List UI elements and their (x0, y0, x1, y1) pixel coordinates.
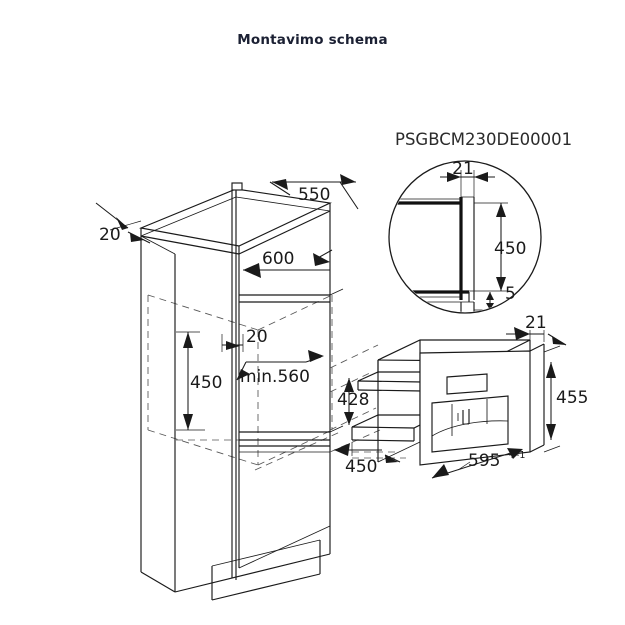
dimension-label-20-niche: 20 (246, 327, 268, 347)
dimension-label-min560: min.560 (240, 367, 310, 387)
dimension-label-20-top: 20 (99, 225, 121, 245)
dimension-label-21-appliance: 21 (525, 313, 547, 333)
dimension-label-595-tolerance: +-1 (508, 450, 525, 461)
cabinet-niche-view: 20 550 600 (95, 174, 359, 601)
cabinet-plinth (211, 539, 321, 601)
dimension-cabinet-top-thickness: 20 (95, 202, 151, 245)
detail-circle-view: 21 450 5 (388, 159, 542, 314)
page-title: Montavimo schema (237, 32, 388, 48)
cabinet-shelf-lines (239, 445, 330, 453)
dimension-appliance-body-height: 428 (337, 378, 369, 425)
cabinet-door-seam (231, 190, 237, 580)
dimension-label-450-appliance: 450 (345, 457, 377, 477)
detail-circle-contents (390, 170, 508, 312)
dimension-niche-side-gap: 20 (221, 327, 268, 352)
dimension-appliance-overhang: 21 (506, 313, 567, 346)
appliance-view: 21 455 428 (329, 313, 588, 479)
detail-label-450: 450 (494, 239, 526, 259)
dimension-label-428: 428 (337, 390, 369, 410)
dimension-niche-height: 450 (176, 331, 222, 431)
dimension-cabinet-depth: 550 (269, 174, 359, 210)
dimension-appliance-width: 595 +-1 (431, 448, 525, 479)
appliance-hidden-lines (329, 344, 406, 459)
cabinet-niche-opening (239, 288, 344, 441)
dimension-label-450-niche: 450 (190, 373, 222, 393)
dimension-cabinet-width: 600 (243, 249, 333, 278)
detail-label-5: 5 (505, 284, 516, 304)
dimension-label-455: 455 (556, 388, 588, 408)
appliance-left-side (377, 353, 421, 463)
dimension-appliance-front-height: 455 (543, 345, 588, 453)
dimension-niche-depth-min: min.560 (236, 350, 324, 387)
dimension-appliance-body-depth: 450 (334, 442, 401, 477)
product-code-label: PSGBCM230DE00001 (395, 130, 572, 149)
dimension-label-550: 550 (298, 185, 330, 205)
detail-label-21: 21 (452, 159, 474, 179)
dimension-label-600: 600 (262, 249, 294, 269)
detail-circle-outline (388, 160, 542, 314)
appliance-front-panel (419, 343, 545, 466)
dimension-label-595: 595 (468, 451, 500, 471)
